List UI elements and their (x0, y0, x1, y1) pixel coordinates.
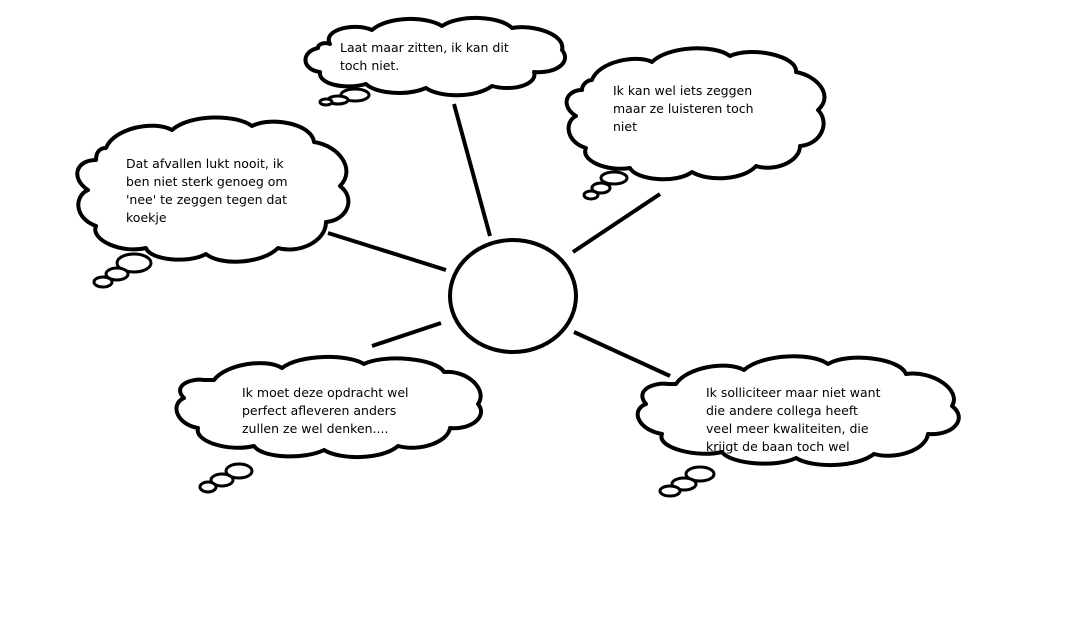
cloud-text-line: 'nee' te zeggen tegen dat (126, 192, 287, 207)
cloud-text-line: zullen ze wel denken.... (242, 421, 388, 436)
connector-left (327, 231, 447, 272)
cloud-text-line: veel meer kwaliteiten, die (706, 421, 869, 436)
cloud-shape (303, 15, 567, 98)
cloud-text: Ik solliciteer maar niet want die andere… (706, 385, 884, 454)
cloud-tail-puff (599, 170, 629, 186)
cloud-shape (174, 355, 483, 459)
cloud-text-line: Laat maar zitten, ik kan dit (340, 40, 509, 55)
cloud-tail-puff (582, 189, 600, 201)
cloud-text-line: koekje (126, 210, 167, 225)
cloud-text-line: toch niet. (340, 58, 399, 73)
cloud-text-line: niet (613, 119, 637, 134)
cloud-tail-puff (104, 266, 130, 282)
cloud-text-line: maar ze luisteren toch (613, 101, 754, 116)
cloud-text-line: Ik kan wel iets zeggen (613, 83, 752, 98)
cloud-text-line: Ik moet deze opdracht wel (242, 385, 409, 400)
connectors (327, 103, 671, 378)
cloud-tail-puff (590, 181, 612, 195)
cloud-tail-puff (209, 472, 235, 488)
cloud-tail-puff (198, 480, 218, 494)
central-circle (448, 238, 578, 354)
cloud-text: Ik kan wel iets zeggen maar ze luisteren… (613, 83, 758, 134)
thought-cloud-top: Laat maar zitten, ik kan dit toch niet. (303, 15, 567, 107)
thought-cloud-left: Dat afvallen lukt nooit, ik ben niet ste… (75, 115, 351, 289)
cloud-text: Laat maar zitten, ik kan dit toch niet. (340, 40, 513, 73)
connector-top (452, 103, 492, 237)
cloud-text-line: ben niet sterk genoeg om (126, 174, 288, 189)
cloud-text-line: perfect afleveren anders (242, 403, 396, 418)
cloud-tail-puff (684, 465, 716, 483)
thought-cloud-top-right: Ik kan wel iets zeggen maar ze luisteren… (564, 46, 827, 201)
cloud-tail-puff (318, 97, 334, 107)
cloud-text: Dat afvallen lukt nooit, ik ben niet ste… (126, 156, 292, 225)
cloud-text-line: die andere collega heeft (706, 403, 858, 418)
cloud-text: Ik moet deze opdracht wel perfect afleve… (242, 385, 413, 436)
connector-bottom-left (371, 321, 442, 348)
cloud-text-line: Ik solliciteer maar niet want (706, 385, 881, 400)
cloud-text-line: Dat afvallen lukt nooit, ik (126, 156, 284, 171)
connector-top-right (571, 192, 662, 254)
cloud-shape (75, 115, 351, 264)
cloud-tail-puff (658, 484, 682, 498)
cloud-tail-puff (115, 252, 153, 274)
cloud-text-line: krijgt de baan toch wel (706, 439, 850, 454)
cloud-tail-puff (224, 462, 254, 480)
cloud-tail-puff (92, 275, 114, 289)
thought-cloud-bottom-left: Ik moet deze opdracht wel perfect afleve… (174, 355, 483, 494)
thought-cloud-bottom-right: Ik solliciteer maar niet want die andere… (635, 354, 961, 498)
cloud-shape (635, 354, 961, 467)
cloud-shape (564, 46, 827, 182)
connector-bottom-right (573, 330, 671, 378)
